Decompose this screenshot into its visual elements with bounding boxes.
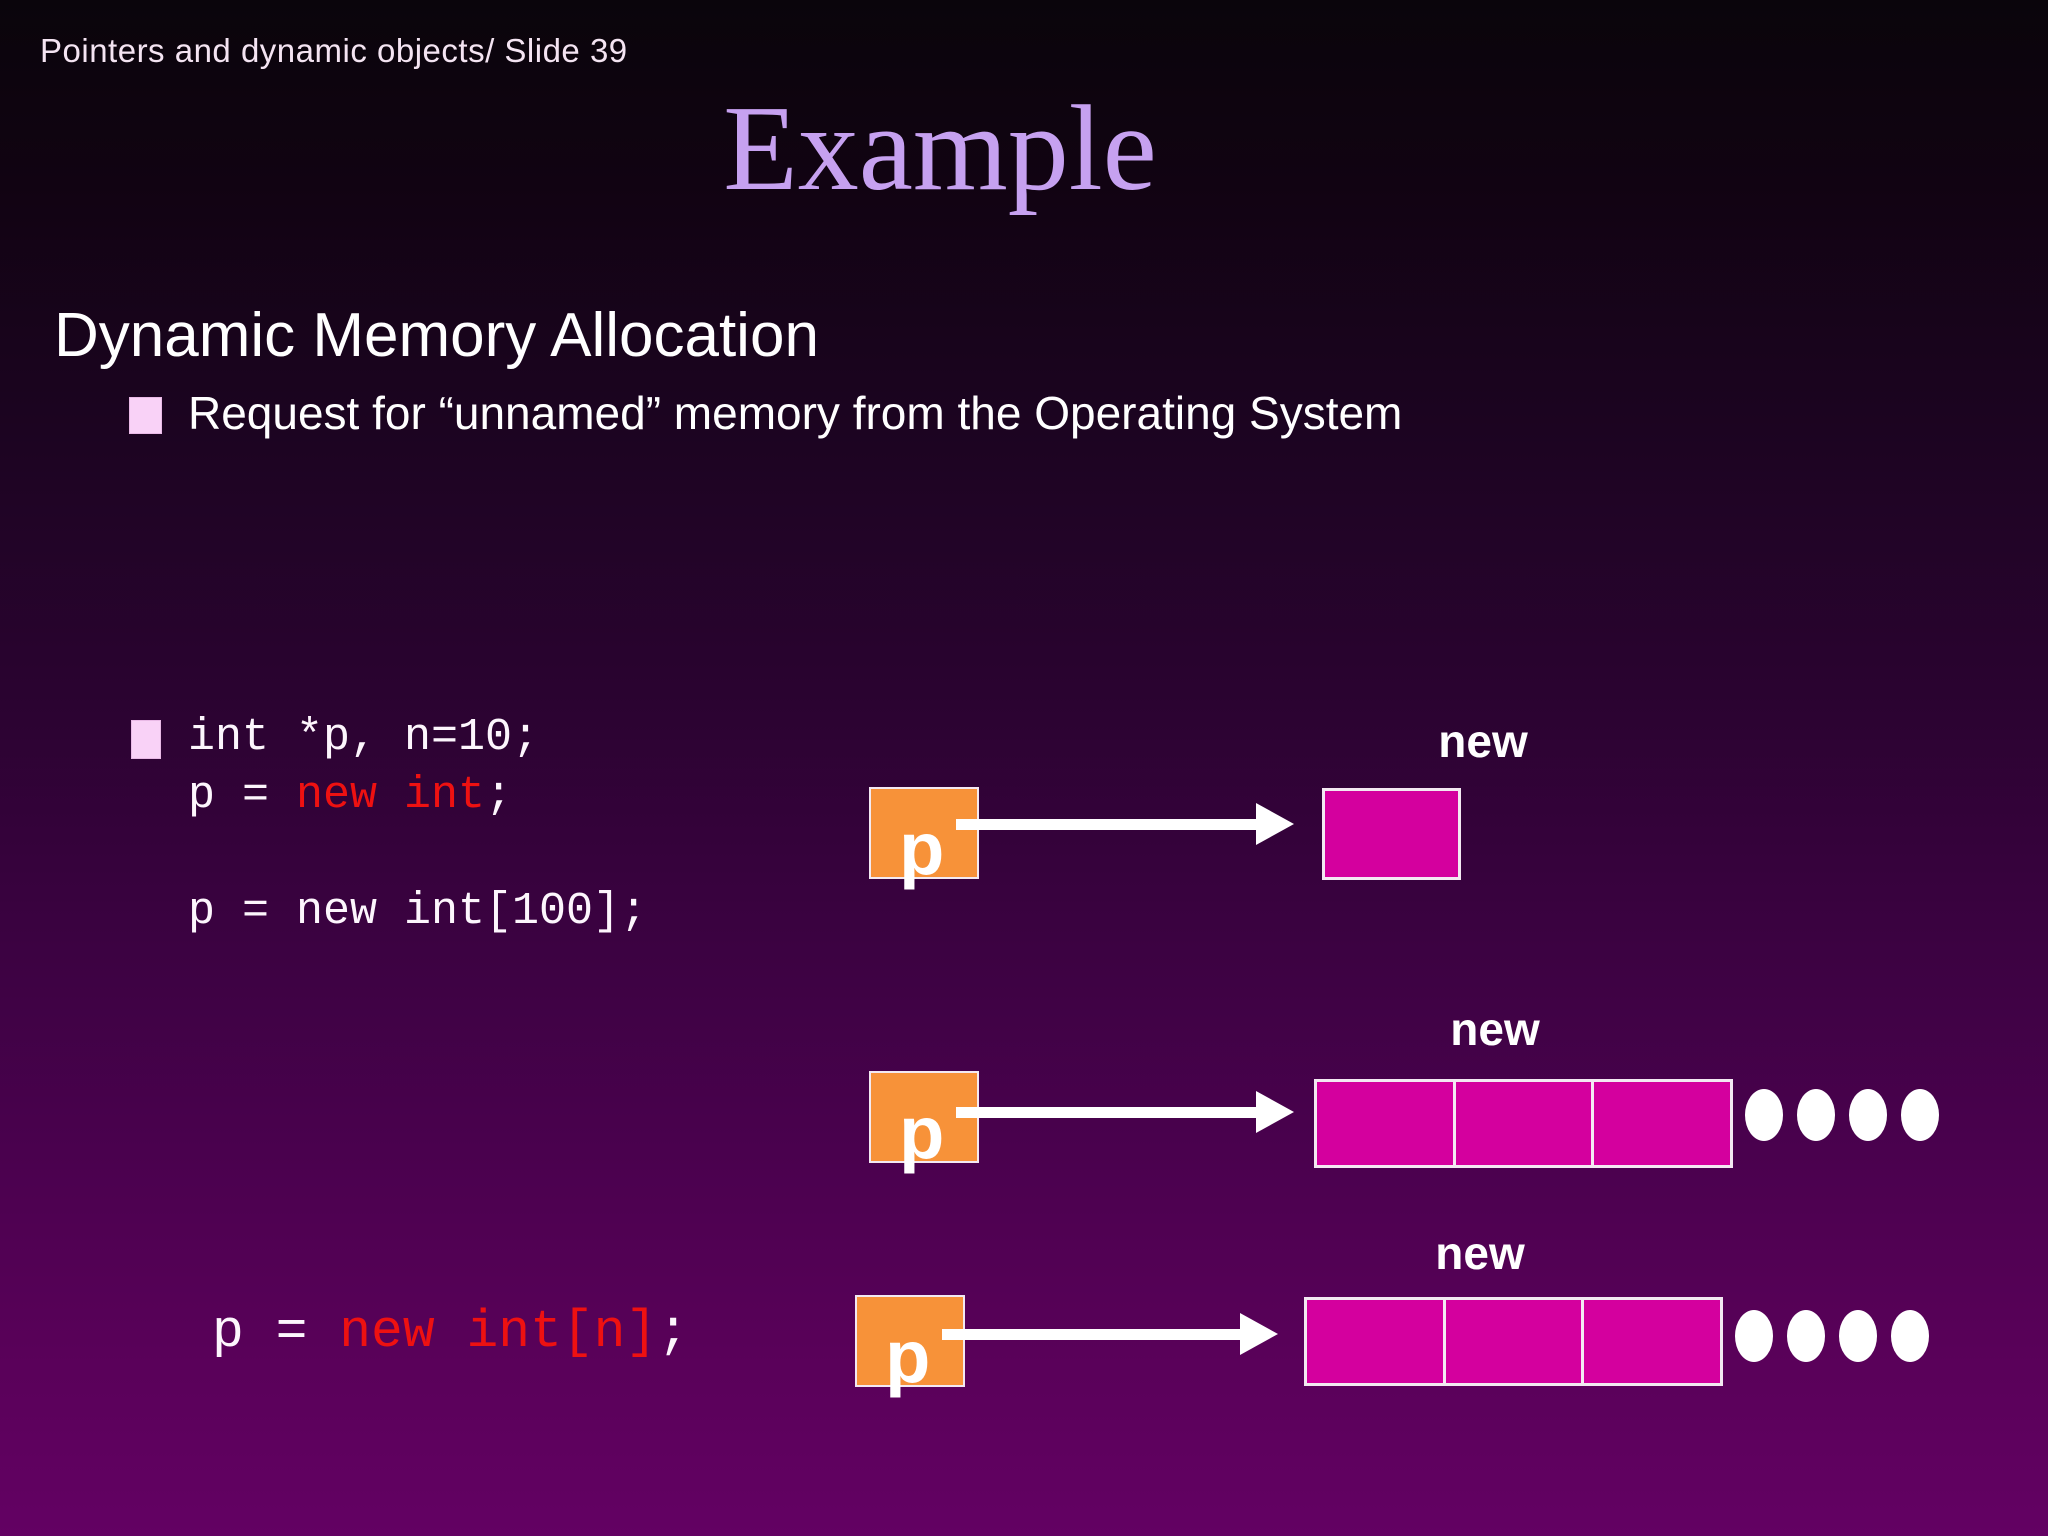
code-line-2: p = new int; xyxy=(188,770,512,821)
ellipsis-dots-2 xyxy=(1745,1089,1939,1141)
code-line-4-semicolon: ; xyxy=(657,1302,690,1362)
new-label-1: new xyxy=(1438,715,1528,767)
pointer-arrow-icon-3 xyxy=(942,1312,1278,1356)
bullet-square-icon xyxy=(132,721,160,758)
dot-icon xyxy=(1901,1089,1939,1141)
dot-icon xyxy=(1745,1089,1783,1141)
ellipsis-dots-3 xyxy=(1735,1310,1929,1362)
pointer-box-3: p xyxy=(855,1295,965,1394)
memory-cell xyxy=(1581,1300,1720,1383)
section-heading: Dynamic Memory Allocation xyxy=(54,301,819,370)
bullet-text: Request for “unnamed” memory from the Op… xyxy=(188,387,1403,439)
arrow-head xyxy=(1240,1313,1278,1355)
pointer-label: p xyxy=(899,807,945,890)
arrow-shaft xyxy=(956,819,1260,830)
pointer-label: p xyxy=(899,1091,945,1174)
memory-cell xyxy=(1452,1082,1592,1165)
pointer-arrow-icon-2 xyxy=(956,1090,1294,1134)
memory-array-2 xyxy=(1314,1079,1733,1168)
dot-icon xyxy=(1839,1310,1877,1362)
dot-icon xyxy=(1891,1310,1929,1362)
memory-cell xyxy=(1591,1082,1730,1165)
memory-cell xyxy=(1317,1082,1453,1165)
code-line-4-new-expression: new int[n] xyxy=(339,1302,658,1362)
memory-cell xyxy=(1442,1300,1582,1383)
code-line-3: p = new int[100]; xyxy=(188,886,648,937)
slide-header: Pointers and dynamic objects/ Slide 39 xyxy=(40,32,628,69)
code-line-4: p = new int[n]; xyxy=(212,1302,689,1362)
page-title: Example xyxy=(723,81,1157,216)
dot-icon xyxy=(1849,1089,1887,1141)
dot-icon xyxy=(1735,1310,1773,1362)
arrow-head xyxy=(1256,1091,1294,1133)
pointer-label: p xyxy=(885,1315,931,1398)
code-line-2-lhs: p = xyxy=(188,770,297,821)
new-label-3: new xyxy=(1435,1227,1525,1279)
arrow-shaft xyxy=(942,1329,1244,1340)
code-line-2-new-expression: new int xyxy=(296,770,486,821)
pointer-arrow-icon-1 xyxy=(956,802,1294,846)
new-label-2: new xyxy=(1450,1003,1540,1055)
arrow-shaft xyxy=(956,1107,1260,1118)
memory-cell-1 xyxy=(1322,788,1461,880)
memory-cell xyxy=(1307,1300,1443,1383)
memory-array-3 xyxy=(1304,1297,1723,1386)
arrow-head xyxy=(1256,803,1294,845)
bullet-square-icon xyxy=(130,398,161,433)
pointer-box-1: p xyxy=(869,787,979,886)
code-line-4-lhs: p = xyxy=(212,1302,340,1362)
dot-icon xyxy=(1797,1089,1835,1141)
dot-icon xyxy=(1787,1310,1825,1362)
code-line-2-semicolon: ; xyxy=(485,770,513,821)
code-line-1: int *p, n=10; xyxy=(188,712,540,763)
